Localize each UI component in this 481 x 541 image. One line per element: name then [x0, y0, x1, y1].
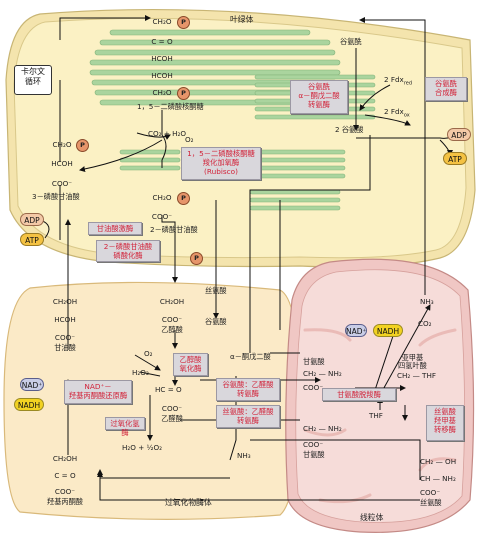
phosphate-icon: P	[177, 16, 190, 29]
fdx-ox: 2 Fdxox	[384, 107, 410, 119]
serine-mito-name: 丝氨酸	[420, 498, 442, 507]
glycerate-coo: COO⁻	[54, 333, 76, 342]
glycolate-oxidase-enzyme: 乙醇酸 氧化酶	[173, 353, 208, 376]
phosphate-icon: P	[76, 139, 89, 152]
serine-pex: 丝氨酸	[205, 286, 227, 295]
glycolate-name: 乙醇酸	[161, 325, 183, 334]
pg-coo: COO⁻	[151, 212, 173, 221]
adp-badge: ADP	[447, 128, 471, 141]
rubp-name: 1，5－二磷酸核酮糖	[137, 102, 204, 111]
catalase-enzyme: 过氧化氢酶	[105, 417, 145, 437]
hydroxypyruvate-c-o: C = O	[54, 471, 76, 480]
glutamate-glyoxylate-enzyme: 谷氨酸：乙醛酸 转氨酶	[216, 378, 280, 401]
rubp-ch2o-top: CH₂O	[152, 17, 172, 26]
serine-hydroxymethyl-enzyme: 丝氨酸 羟甲基 转移酶	[426, 405, 464, 441]
serine-mito-coo: COO⁻	[420, 488, 441, 497]
rubp-hcoh-2: HCOH	[151, 71, 173, 80]
h2o-half-o2: H₂O + ½O₂	[122, 443, 163, 452]
chloroplast-label: 叶绿体	[230, 15, 254, 24]
pg-name: 2－磷酸甘油酸	[150, 225, 198, 234]
nad-badge: NAD⁺	[345, 324, 367, 337]
nh3-pex: NH₃	[237, 451, 251, 460]
peroxisome-membrane	[3, 281, 299, 520]
pga-name: 3－磷酸甘油酸	[32, 192, 80, 201]
glycine-mito2-coo: COO⁻	[303, 440, 324, 449]
rubisco-enzyme: 1，5－二磷酸核酮糖 羧化加氧酶 (Rubisco)	[181, 147, 261, 180]
pg-ch2o: CH₂O	[152, 193, 172, 202]
fdx-red: 2 Fdxred	[384, 75, 413, 87]
glycolate-ch2oh: CH₂OH	[159, 297, 185, 306]
glyoxylate-coo: COO⁻	[161, 404, 183, 413]
calvin-cycle-box: 卡尔文 循环	[14, 65, 52, 95]
hydroxypyruvate-reductase-enzyme: NAD⁺－ 羟基丙酮酸还原酶	[64, 380, 132, 404]
glyoxylate-name: 乙醛酸	[161, 414, 183, 423]
rubp-ch2o-bottom: CH₂O	[152, 88, 172, 97]
gogat-enzyme: 谷氨酰 α－酮戊二酸 转氨酶	[290, 80, 348, 114]
phosphate-icon: P	[190, 252, 203, 265]
peroxisome-label: 过氧化物酶体	[165, 498, 212, 507]
rubp-hcoh-1: HCOH	[151, 54, 173, 63]
co2-h2o: CO₂ + H₂O	[148, 129, 187, 138]
co2-mito: CO₂	[418, 319, 432, 328]
rubp-c-o: C = O	[151, 37, 173, 46]
atp-badge: ATP	[20, 233, 44, 246]
o2-label: O₂	[185, 135, 194, 144]
thf-label: THF	[369, 411, 383, 420]
thylakoid-stacks	[89, 29, 376, 211]
glycine-mito2-ch2: CH₂ — NH₂	[303, 424, 342, 433]
h2o2: H₂O₂	[132, 368, 149, 377]
glutamate-stroma: 谷氨酸	[205, 317, 227, 326]
pga-hcoh: HCOH	[51, 159, 73, 168]
methylene-thf: CH₂ — THF	[397, 371, 436, 380]
methylene-thf-name: 亚甲基 四氢叶酸	[398, 353, 427, 371]
alpha-kg: α－酮戊二酸	[230, 352, 271, 361]
glycine-mito-coo: COO⁻	[303, 383, 324, 392]
hydroxypyruvate-name: 羟基丙酮酸	[47, 497, 83, 506]
glyoxylate-hc: HC = O	[155, 385, 182, 394]
glycine-mito-ch2: CH₂ — NH₂	[303, 369, 342, 378]
pga-coo: COO⁻	[51, 179, 73, 188]
glycine-mito2-name: 甘氨酸	[303, 450, 325, 459]
serine-mito-ch2oh: CH₂ — OH	[420, 457, 457, 466]
serine-glyoxylate-enzyme: 丝氨酸：乙醛酸 转氨酶	[216, 405, 280, 428]
phosphate-icon: P	[177, 192, 190, 205]
glycolate-coo: COO⁻	[161, 315, 183, 324]
nadh-badge: NADH	[373, 324, 403, 337]
pga-ch2o: CH₂O	[52, 140, 72, 149]
phosphate-icon: P	[177, 87, 190, 100]
nh3-mito: NH₃	[420, 297, 434, 306]
glycine-decarboxylase-enzyme: 甘氨酸脱羧酶	[322, 388, 396, 401]
serine-mito-ch: CH — NH₂	[420, 474, 456, 483]
two-glutamate: 2 谷氨酸	[335, 125, 364, 134]
mitochondrion-label: 线粒体	[360, 513, 384, 522]
hydroxypyruvate-coo: COO⁻	[54, 487, 76, 496]
cristae	[303, 328, 457, 504]
nad-badge: NAD⁺	[20, 378, 44, 391]
glutamine-synthetase-enzyme: 谷氨酰 合成酶	[425, 77, 467, 101]
glycerate-name: 甘油酸	[54, 343, 76, 352]
hydroxypyruvate-ch2oh: CH₂OH	[52, 454, 78, 463]
glycine-mito-name: 甘氨酸	[303, 357, 325, 366]
adp-badge: ADP	[20, 213, 44, 226]
glutamine-top: 谷氨酰	[340, 37, 362, 46]
nadh-badge: NADH	[14, 398, 44, 411]
glycerate-hcoh: HCOH	[54, 315, 76, 324]
atp-badge: ATP	[443, 152, 467, 165]
o2-pex: O₂	[144, 349, 153, 358]
glycerate-kinase-enzyme: 甘油酸激酶	[88, 222, 142, 235]
phosphoglycolate-phosphatase-enzyme: 2－磷酸甘油酸 磷酸化酶	[96, 240, 160, 262]
glycerate-ch2oh: CH₂OH	[52, 297, 78, 306]
